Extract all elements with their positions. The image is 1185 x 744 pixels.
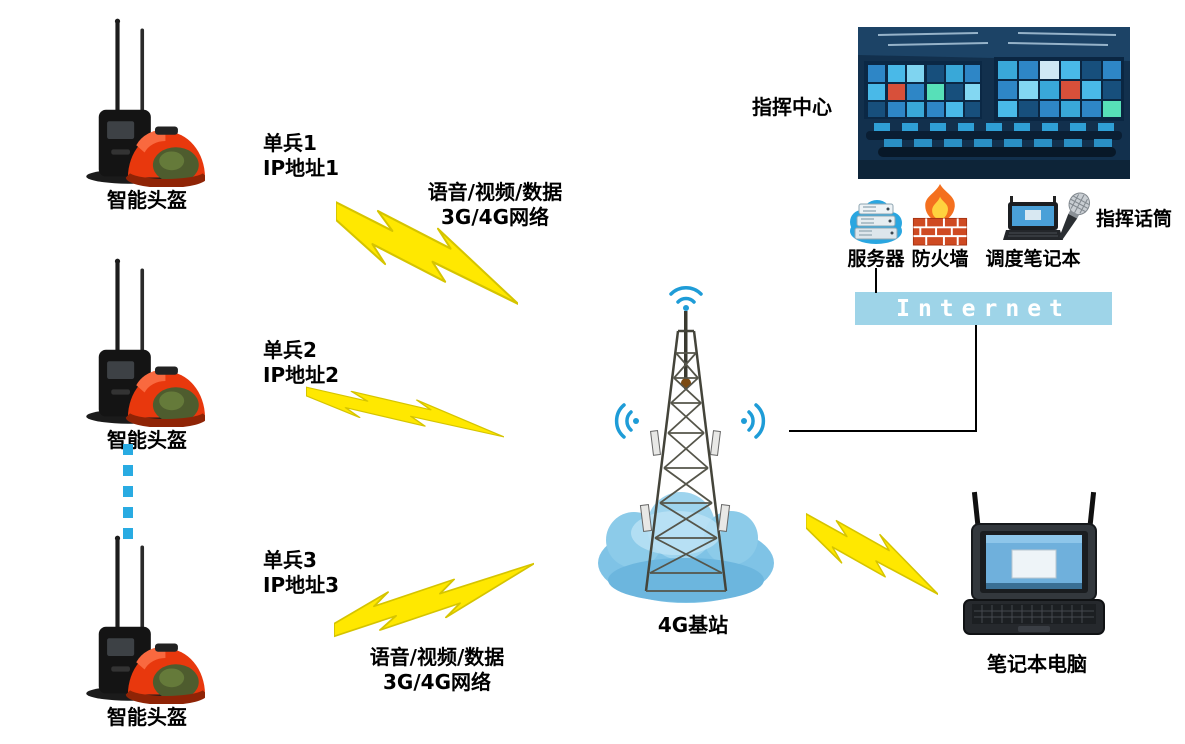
soldier-3-id: 单兵3 IP地址3 <box>263 548 339 598</box>
lightning-bolt-icon <box>336 201 518 305</box>
soldier-ip: IP地址2 <box>263 363 340 387</box>
soldier-name: 单兵1 <box>263 131 317 155</box>
more-units-dotted-line <box>123 444 133 548</box>
server-icon <box>850 200 902 244</box>
command-center-label: 指挥中心 <box>752 95 832 119</box>
link-label-top: 语音/视频/数据 3G/4G网络 <box>427 180 563 229</box>
connector-server-internet <box>875 268 877 293</box>
wifi-icon <box>614 403 633 439</box>
rugged-laptop-icon <box>963 491 1105 635</box>
console-monitors <box>874 123 1114 131</box>
connector-internet-down <box>975 325 977 432</box>
cloud-icon <box>598 492 774 603</box>
wifi-icon <box>747 403 766 439</box>
soldier-1-id: 单兵1 IP地址1 <box>263 131 339 181</box>
wifi-icon <box>669 286 703 304</box>
smart-helmet-icon <box>86 258 205 427</box>
video-wall-left <box>868 65 980 117</box>
helmet-label: 智能头盔 <box>107 188 187 212</box>
video-wall-right <box>998 61 1121 117</box>
soldier-name: 单兵2 <box>263 338 317 362</box>
microphone-icon <box>1059 192 1091 240</box>
firewall-icon <box>912 183 968 246</box>
server-label: 服务器 <box>847 248 905 270</box>
smart-helmet-icon <box>86 18 205 187</box>
helmet-label: 智能头盔 <box>107 705 187 729</box>
command-mic-label: 指挥话筒 <box>1096 208 1173 230</box>
dispatch-laptop-icon <box>1003 196 1063 240</box>
lightning-bolt-icon <box>306 386 504 438</box>
soldier-ip: IP地址3 <box>263 573 340 597</box>
helmet-label: 智能头盔 <box>107 428 187 452</box>
4g-tower-icon <box>614 286 766 592</box>
panel-antennas <box>639 430 731 532</box>
internet-bar: Internet <box>855 292 1112 325</box>
command-center-photo <box>858 27 1130 179</box>
connector-internet-tower <box>789 430 977 432</box>
link-label-bottom: 语音/视频/数据 3G/4G网络 <box>369 645 505 694</box>
lightning-bolt-icon <box>334 562 534 638</box>
dispatch-laptop-label: 调度笔记本 <box>985 248 1081 270</box>
laptop-label: 笔记本电脑 <box>987 652 1087 676</box>
base-station-label: 4G基站 <box>657 613 729 637</box>
soldier-2-id: 单兵2 IP地址2 <box>263 338 339 388</box>
firewall-label: 防火墙 <box>911 248 969 270</box>
soldier-name: 单兵3 <box>263 548 317 572</box>
smart-helmet-icon <box>86 535 205 704</box>
lightning-bolt-icon <box>806 512 938 596</box>
soldier-ip: IP地址1 <box>263 156 340 180</box>
